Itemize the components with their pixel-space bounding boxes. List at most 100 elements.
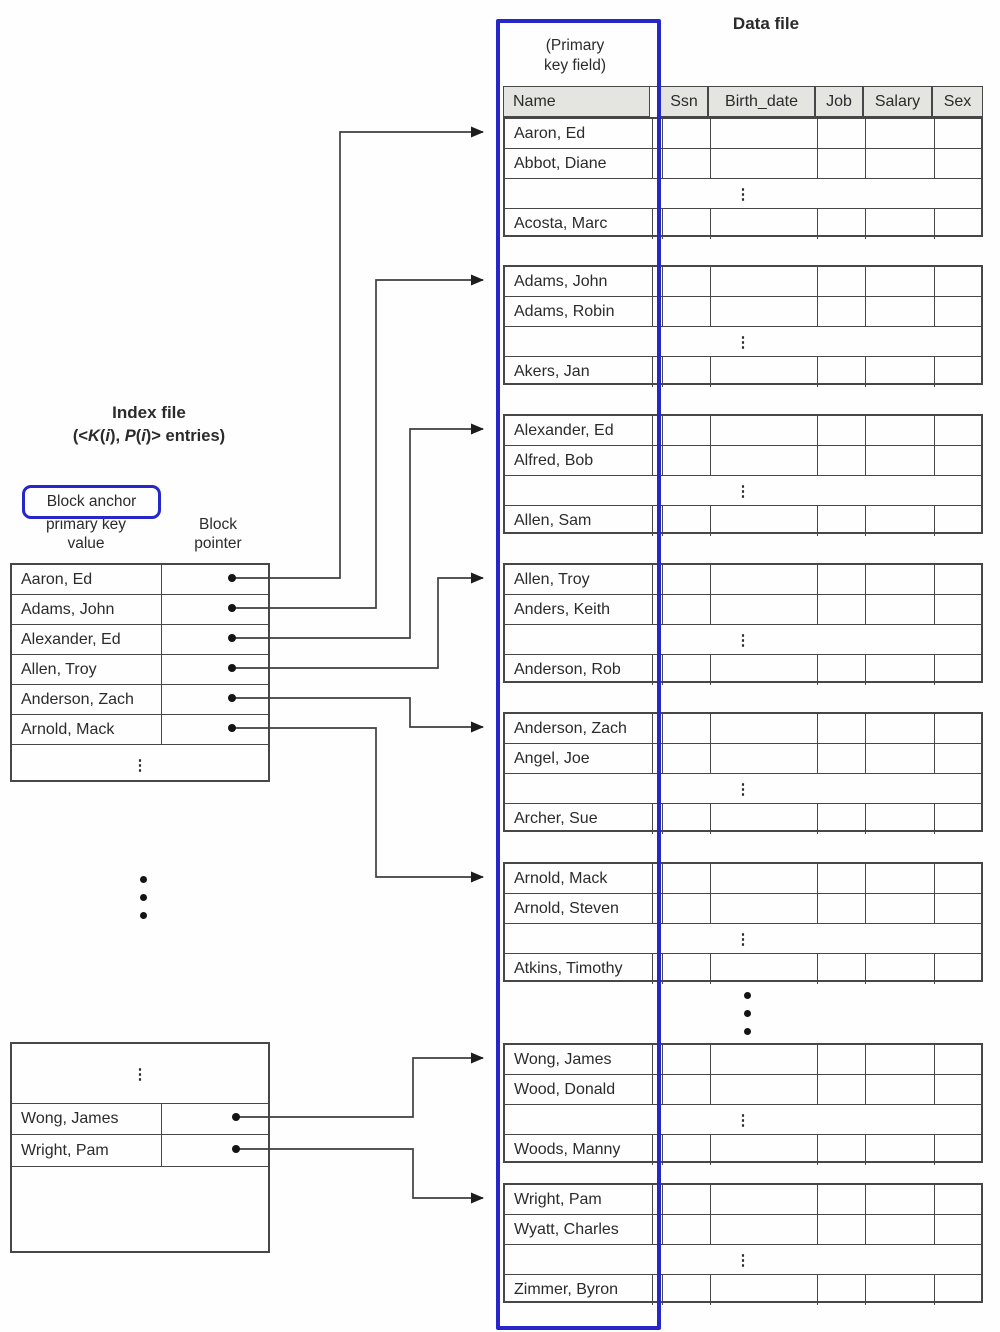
pointer-column-divider bbox=[161, 685, 162, 714]
data-block-row: Zimmer, Byron bbox=[505, 1275, 981, 1305]
primary-key-field-line2: key field) bbox=[543, 57, 607, 74]
column-divider bbox=[662, 1075, 663, 1104]
data-block-row: Arnold, Steven bbox=[505, 894, 981, 924]
column-divider bbox=[817, 714, 818, 743]
column-divider bbox=[865, 416, 866, 445]
block-rows-ellipsis: ⋮ bbox=[735, 185, 751, 203]
column-divider bbox=[865, 357, 866, 387]
column-divider bbox=[817, 864, 818, 893]
column-header-birth_date: Birth_date bbox=[708, 86, 815, 117]
column-divider bbox=[652, 804, 653, 834]
column-divider bbox=[817, 954, 818, 984]
data-block-1: Aaron, Ed Abbot, Diane ⋮ Acosta, Marc bbox=[503, 117, 983, 239]
record-name-cell: Alexander, Ed bbox=[514, 421, 614, 439]
column-divider bbox=[865, 1275, 866, 1305]
column-divider bbox=[662, 416, 663, 445]
data-block-row: ⋮ bbox=[505, 1245, 981, 1275]
record-name-cell: Zimmer, Byron bbox=[514, 1281, 619, 1298]
column-divider bbox=[934, 1135, 935, 1165]
record-name-cell: Arnold, Steven bbox=[514, 899, 619, 917]
index-entry-row: Anderson, Zach bbox=[12, 685, 268, 715]
record-name-cell: Allen, Sam bbox=[514, 512, 592, 529]
column-header-sex: Sex bbox=[932, 86, 983, 117]
column-divider bbox=[710, 864, 711, 893]
column-divider bbox=[934, 297, 935, 326]
column-divider bbox=[865, 1045, 866, 1074]
data-block-row: Aaron, Ed bbox=[505, 119, 981, 149]
column-divider bbox=[817, 565, 818, 594]
column-divider bbox=[865, 655, 866, 685]
record-name-cell: Anderson, Zach bbox=[514, 719, 627, 737]
column-divider bbox=[662, 744, 663, 773]
column-divider bbox=[865, 209, 866, 239]
column-divider bbox=[710, 506, 711, 536]
column-divider bbox=[662, 714, 663, 743]
record-name-cell: Abbot, Diane bbox=[514, 154, 607, 172]
column-divider bbox=[817, 267, 818, 296]
column-divider bbox=[662, 954, 663, 984]
column-divider bbox=[817, 297, 818, 326]
data-block-row: ⋮ bbox=[505, 625, 981, 655]
column-divider bbox=[865, 506, 866, 536]
column-divider bbox=[710, 1215, 711, 1244]
pointer-column-divider bbox=[161, 625, 162, 654]
record-name-cell: Woods, Manny bbox=[514, 1141, 621, 1158]
block-rows-ellipsis: ⋮ bbox=[735, 930, 751, 948]
record-name-cell: Wong, James bbox=[514, 1050, 612, 1068]
index-key-cell: Anderson, Zach bbox=[21, 690, 134, 708]
column-divider bbox=[662, 209, 663, 239]
data-block-row: Akers, Jan bbox=[505, 357, 981, 387]
column-divider bbox=[710, 1075, 711, 1104]
column-divider bbox=[934, 209, 935, 239]
data-block-row: Atkins, Timothy bbox=[505, 954, 981, 984]
index-entries-notation: (<K(i), P(i)> entries) bbox=[72, 427, 226, 445]
column-divider bbox=[662, 149, 663, 178]
column-divider bbox=[652, 894, 653, 923]
column-divider bbox=[652, 1135, 653, 1165]
record-name-cell: Adams, John bbox=[514, 272, 608, 290]
index-entry-row: Aaron, Ed bbox=[12, 565, 268, 595]
column-divider bbox=[662, 1275, 663, 1305]
column-divider bbox=[710, 565, 711, 594]
column-divider bbox=[934, 1215, 935, 1244]
column-divider bbox=[710, 209, 711, 239]
data-block-row: ⋮ bbox=[505, 476, 981, 506]
column-divider bbox=[817, 357, 818, 387]
index-entry-row: Adams, John bbox=[12, 595, 268, 625]
column-divider bbox=[710, 1135, 711, 1165]
index-key-cell: Wong, James bbox=[21, 1110, 119, 1127]
data-block-row: Archer, Sue bbox=[505, 804, 981, 834]
column-divider bbox=[710, 714, 711, 743]
pointer-column-divider bbox=[161, 655, 162, 684]
pointer-column-divider bbox=[161, 595, 162, 624]
column-divider bbox=[865, 894, 866, 923]
column-divider bbox=[652, 357, 653, 387]
data-block-row: Wright, Pam bbox=[505, 1185, 981, 1215]
column-divider bbox=[934, 714, 935, 743]
record-name-cell: Wyatt, Charles bbox=[514, 1220, 619, 1238]
anchor-column-label-line2: primary key bbox=[45, 516, 127, 533]
column-divider bbox=[865, 565, 866, 594]
data-block-row: Acosta, Marc bbox=[505, 209, 981, 239]
column-divider bbox=[662, 595, 663, 624]
column-divider bbox=[652, 714, 653, 743]
index-key-cell: Aaron, Ed bbox=[21, 570, 93, 588]
pointer-column-label-line2: pointer bbox=[194, 535, 242, 552]
block-rows-ellipsis: ⋮ bbox=[735, 333, 751, 351]
index-key-cell: Wright, Pam bbox=[21, 1141, 109, 1159]
column-divider bbox=[710, 357, 711, 387]
pointer-column-divider bbox=[161, 565, 162, 594]
column-divider bbox=[710, 954, 711, 984]
index-entry-row: Wong, James bbox=[12, 1104, 268, 1135]
column-divider bbox=[817, 655, 818, 685]
column-divider bbox=[934, 416, 935, 445]
data-block-row: Wyatt, Charles bbox=[505, 1215, 981, 1245]
record-name-cell: Alfred, Bob bbox=[514, 451, 594, 469]
column-divider bbox=[710, 894, 711, 923]
column-divider bbox=[865, 446, 866, 475]
data-block-row: Alexander, Ed bbox=[505, 416, 981, 446]
data-block-row: Adams, Robin bbox=[505, 297, 981, 327]
column-divider bbox=[662, 1135, 663, 1165]
